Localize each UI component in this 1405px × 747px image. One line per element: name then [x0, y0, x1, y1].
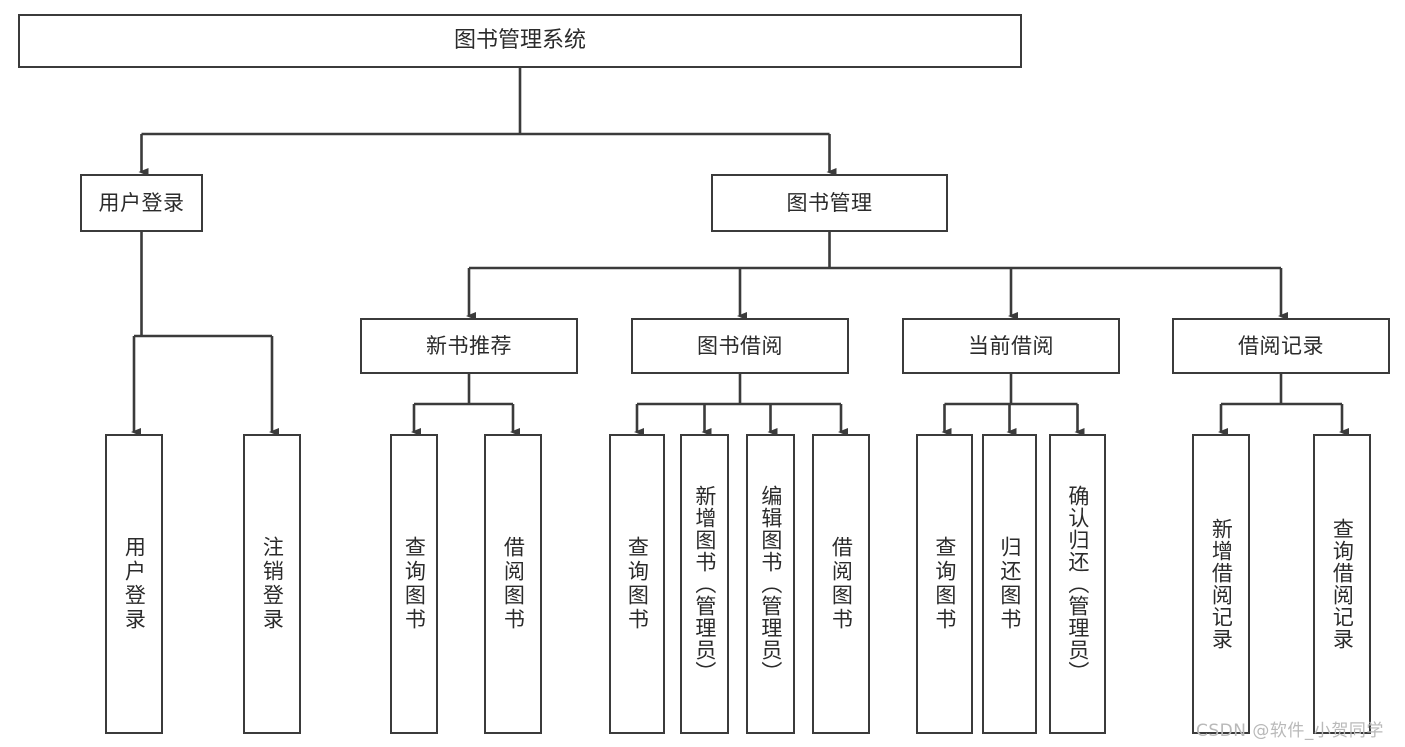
node-label: 用户登录: [98, 190, 185, 215]
node-label: 图书借阅: [697, 333, 783, 358]
leaf-query-book-current[interactable]: 查询图书: [916, 434, 973, 734]
leaf-return-book[interactable]: 归还图书: [982, 434, 1037, 734]
node-label: 借阅记录: [1238, 333, 1324, 358]
node-label: 注销登录: [260, 536, 285, 632]
leaf-add-borrow-record[interactable]: 新增借阅记录: [1192, 434, 1250, 734]
node-label: 图书管理系统: [453, 28, 586, 54]
node-label: 编辑图书（管理员）: [758, 485, 783, 683]
node-label: 新增借阅记录: [1209, 518, 1234, 650]
node-current-borrow[interactable]: 当前借阅: [902, 318, 1120, 374]
leaf-edit-book-admin[interactable]: 编辑图书（管理员）: [746, 434, 795, 734]
node-label: 借阅图书: [829, 536, 854, 632]
node-user-login[interactable]: 用户登录: [80, 174, 203, 232]
leaf-query-book-borrow[interactable]: 查询图书: [609, 434, 665, 734]
node-borrow-record[interactable]: 借阅记录: [1172, 318, 1390, 374]
node-label: 新书推荐: [426, 333, 512, 358]
node-label: 图书管理: [786, 190, 873, 215]
node-label: 借阅图书: [501, 536, 526, 632]
node-label: 新增图书（管理员）: [692, 485, 717, 683]
node-label: 查询图书: [932, 536, 957, 632]
leaf-query-borrow-record[interactable]: 查询借阅记录: [1313, 434, 1371, 734]
node-label: 归还图书: [997, 536, 1022, 632]
leaf-borrow-book[interactable]: 借阅图书: [812, 434, 870, 734]
node-label: 查询借阅记录: [1330, 518, 1355, 650]
node-label: 当前借阅: [968, 333, 1054, 358]
node-root[interactable]: 图书管理系统: [18, 14, 1022, 68]
node-new-book-recommend[interactable]: 新书推荐: [360, 318, 578, 374]
leaf-user-login[interactable]: 用户登录: [105, 434, 163, 734]
leaf-confirm-return-admin[interactable]: 确认归还（管理员）: [1049, 434, 1106, 734]
leaf-add-book-admin[interactable]: 新增图书（管理员）: [680, 434, 729, 734]
leaf-borrow-book-recommend[interactable]: 借阅图书: [484, 434, 542, 734]
node-label: 确认归还（管理员）: [1065, 485, 1090, 683]
node-label: 查询图书: [402, 536, 427, 632]
leaf-logout[interactable]: 注销登录: [243, 434, 301, 734]
node-label: 用户登录: [122, 536, 147, 632]
leaf-query-book-recommend[interactable]: 查询图书: [390, 434, 438, 734]
node-book-borrow[interactable]: 图书借阅: [631, 318, 849, 374]
node-book-management[interactable]: 图书管理: [711, 174, 948, 232]
node-label: 查询图书: [625, 536, 650, 632]
watermark: CSDN @软件_小贺同学: [1196, 721, 1384, 741]
